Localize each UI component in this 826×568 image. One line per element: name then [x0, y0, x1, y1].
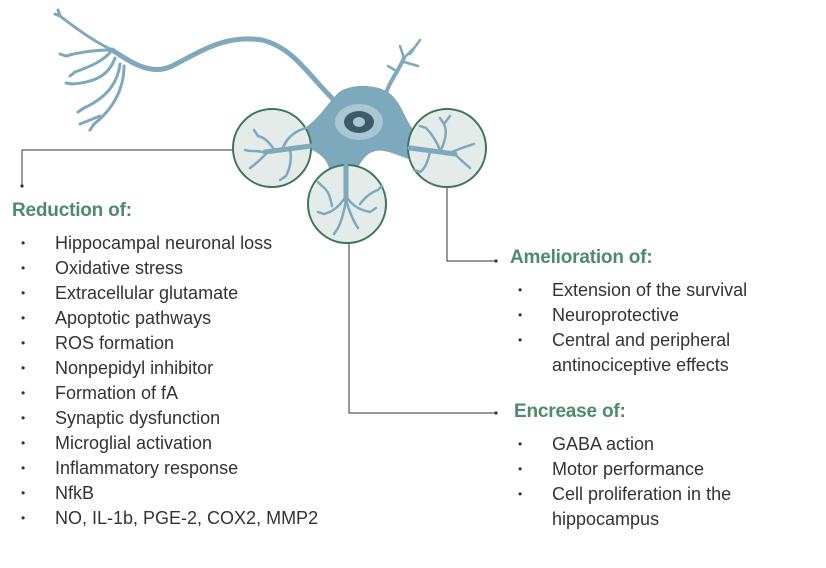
- list-item: •Hippocampal neuronal loss: [21, 233, 273, 253]
- list-item: •Central and peripheral antinociceptive …: [518, 330, 731, 375]
- axon: [109, 36, 341, 107]
- list-item: •Extracellular glutamate: [21, 283, 239, 303]
- list-item: •Microglial activation: [21, 433, 213, 453]
- zoom-circle-left: [232, 108, 314, 188]
- amelioration-heading: Amelioration of:: [510, 247, 653, 268]
- list-item: •Oxidative stress: [21, 258, 184, 278]
- connector-encrease: [348, 243, 496, 414]
- connector-lines: [21, 149, 496, 414]
- list-item: •Inflammatory response: [21, 458, 239, 478]
- list-item: •ROS formation: [21, 333, 175, 353]
- list-item: •Cell proliferation in the hippocampus: [518, 484, 732, 529]
- list-item: •Synaptic dysfunction: [21, 408, 221, 428]
- amelioration-list: •Extension of the survival •Neuroprotect…: [518, 278, 812, 378]
- list-item: •Apoptotic pathways: [21, 308, 212, 328]
- list-item: •Neuroprotective: [518, 305, 680, 325]
- encrease-heading: Encrease of:: [514, 401, 626, 422]
- reduction-list: •Hippocampal neuronal loss •Oxidative st…: [21, 231, 355, 531]
- list-item: •GABA action: [518, 434, 655, 454]
- list-item: •NfkB: [21, 483, 95, 503]
- list-item: •NO, IL-1b, PGE-2, COX2, MMP2: [21, 508, 319, 528]
- connector-amelioration: [446, 188, 496, 262]
- zoom-circle-right: [407, 108, 487, 188]
- list-item: •Motor performance: [518, 459, 705, 479]
- connector-reduction: [21, 149, 233, 186]
- list-item: •Extension of the survival: [518, 280, 748, 300]
- encrease-list: •GABA action •Motor performance •Cell pr…: [518, 432, 812, 532]
- zoom-circle-bottom: [307, 163, 387, 244]
- list-item: •Formation of fA: [21, 383, 179, 403]
- dendrite-upper-right: [383, 56, 406, 98]
- list-item: •Nonpepidyl inhibitor: [21, 358, 214, 378]
- nucleolus: [353, 117, 365, 127]
- reduction-heading: Reduction of:: [12, 200, 132, 221]
- axon-terminals-icon: [53, 8, 126, 132]
